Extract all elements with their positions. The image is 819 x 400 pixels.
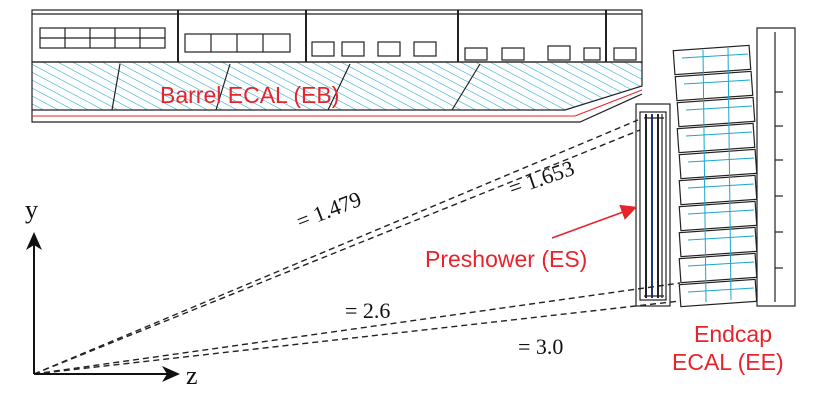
preshower-detector [635, 103, 671, 307]
endcap-supercrystals [672, 44, 758, 308]
eta-lines [33, 119, 681, 375]
y-axis-arrowhead [26, 232, 42, 250]
eta-line-26 [33, 282, 681, 375]
barrel-support-frame [31, 9, 643, 63]
eta-label-1479: = 1.479 [293, 186, 365, 234]
y-axis-label: y [25, 195, 38, 224]
z-axis-label: z [186, 361, 198, 390]
barrel-label: Barrel ECAL (EB) [160, 82, 339, 108]
barrel-crystals [31, 61, 643, 111]
preshower-label: Preshower (ES) [425, 246, 587, 272]
eta-label-30: = 3.0 [518, 334, 563, 359]
z-axis-arrowhead [162, 366, 180, 382]
preshower-arrow [551, 204, 638, 239]
eta-line-1653 [33, 129, 641, 375]
eta-label-1653: = 1.653 [505, 155, 577, 201]
endcap-ecal [672, 27, 796, 308]
eta-label-26: = 2.6 [345, 298, 390, 323]
endcap-label-line2: ECAL (EE) [672, 349, 784, 375]
barrel-module-boxes [39, 27, 637, 61]
axes: y z [25, 195, 198, 390]
endcap-backplate [756, 27, 796, 307]
barrel-ecal: Barrel ECAL (EB) [31, 9, 643, 123]
endcap-label-line1: Endcap [694, 321, 772, 347]
eta-line-30 [33, 300, 681, 375]
